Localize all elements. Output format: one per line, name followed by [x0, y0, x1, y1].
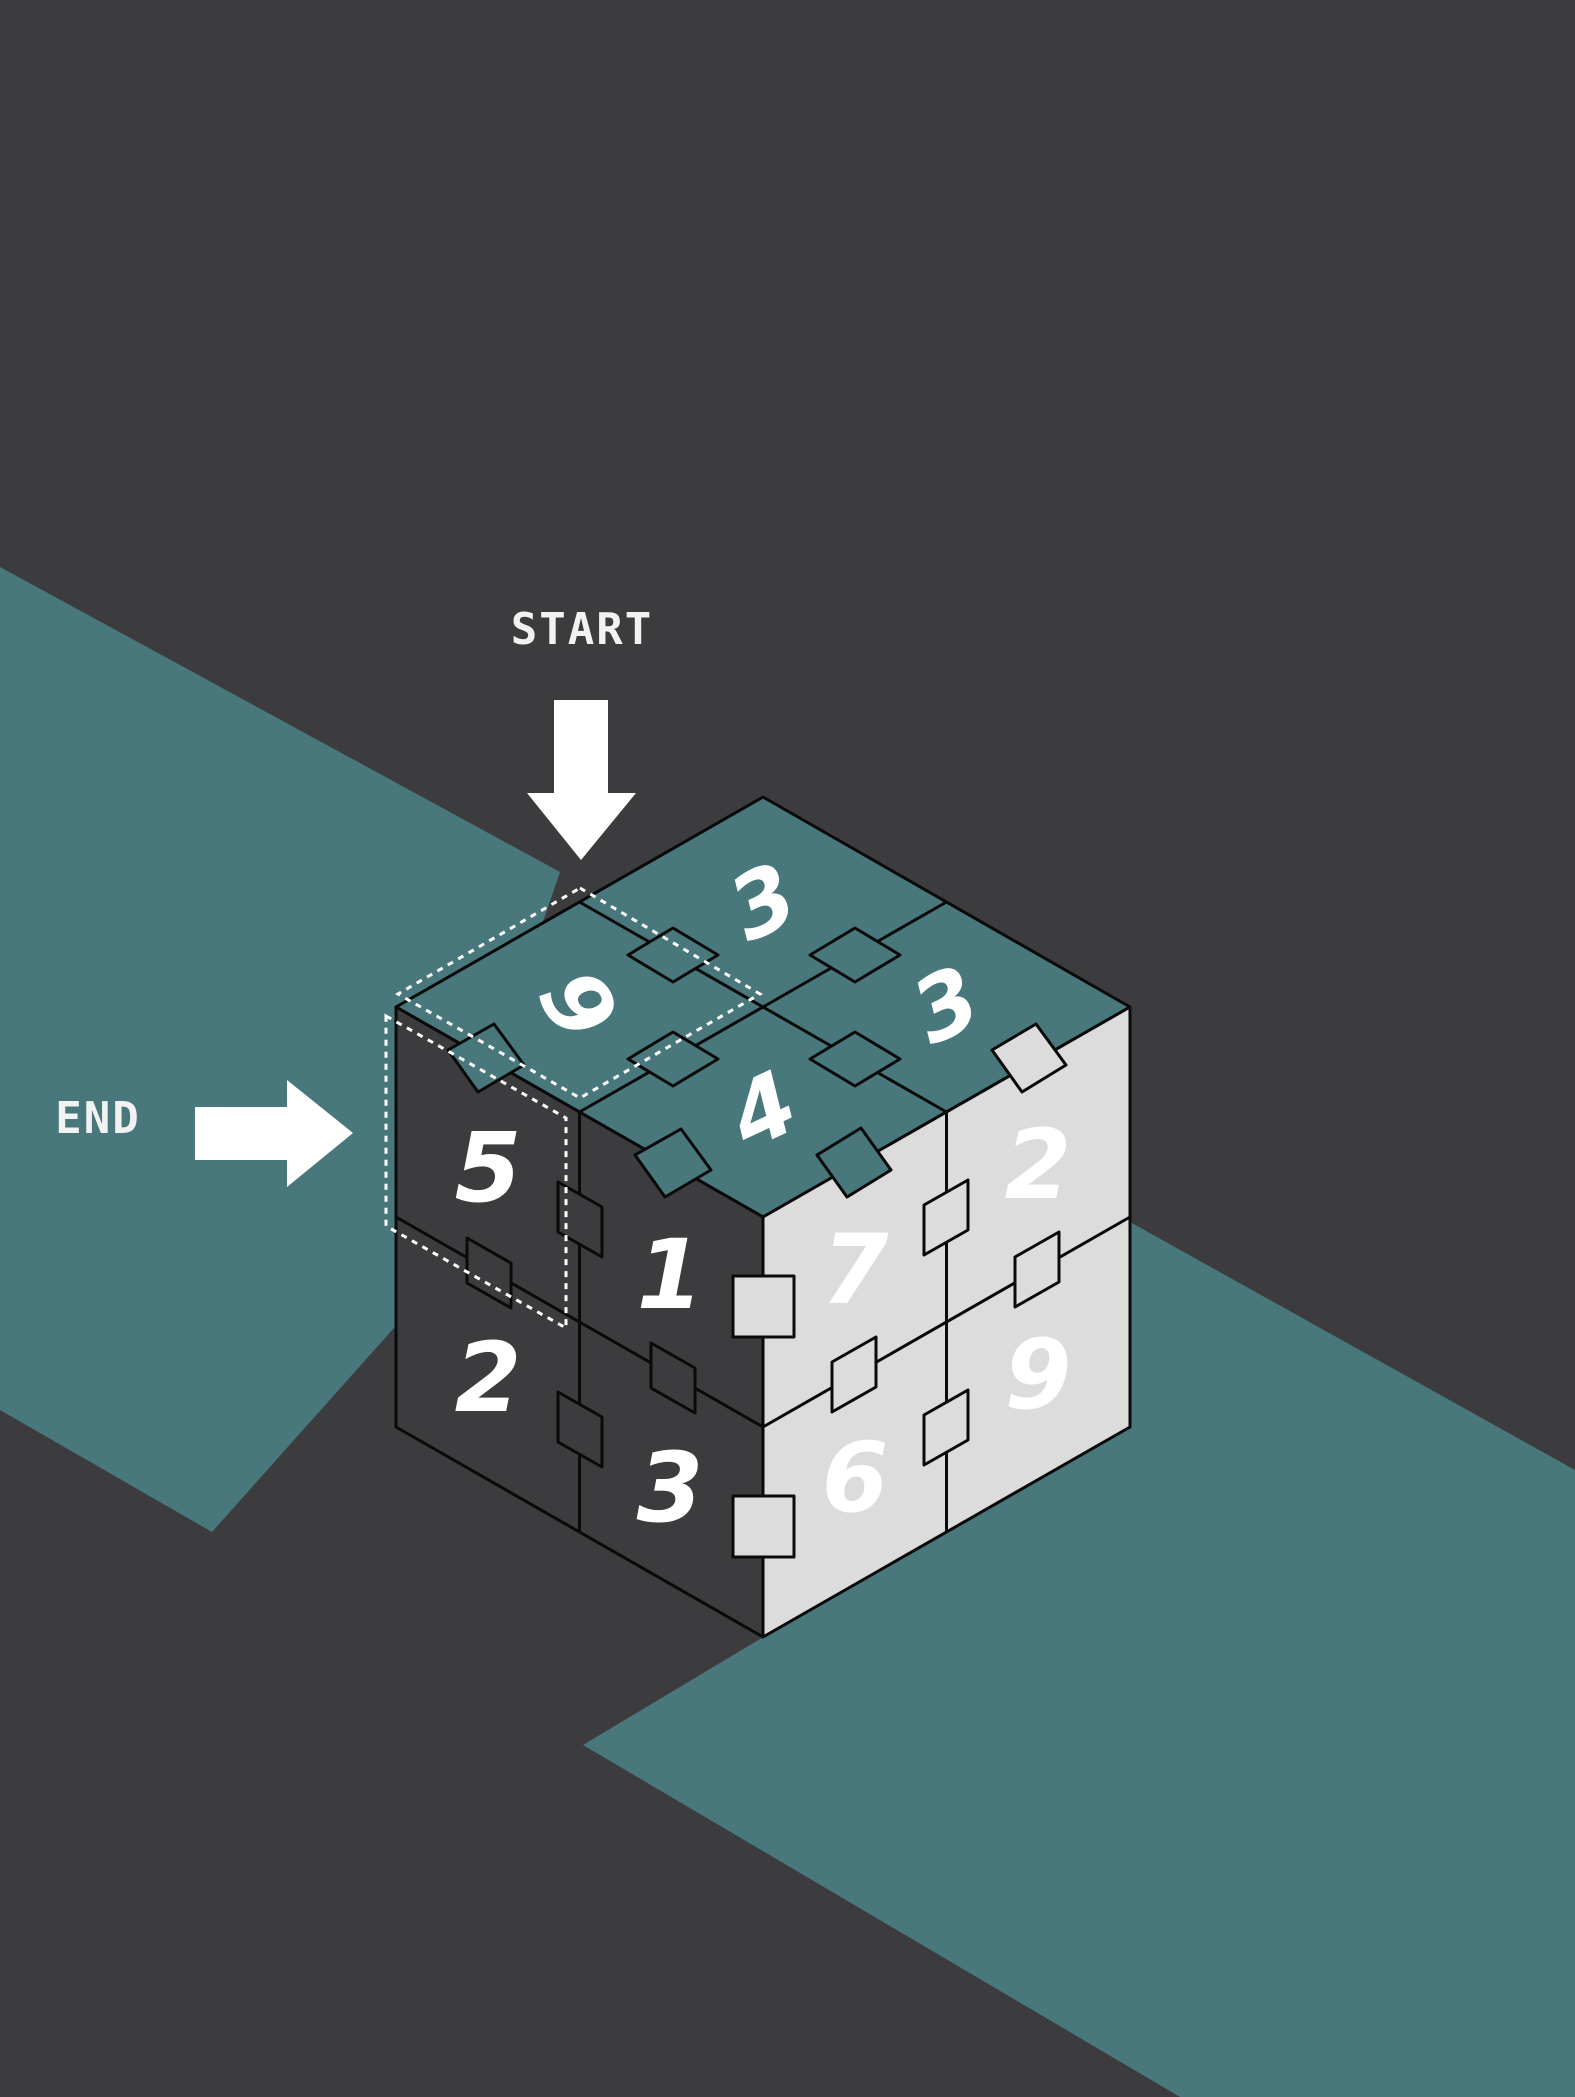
square-connector-icon: [922, 1388, 970, 1467]
square-connector-icon: [626, 926, 720, 984]
right-seam-horizontal: [762, 1215, 1131, 1429]
square-connector-icon: [626, 1030, 720, 1088]
square-connector-icon: [815, 1126, 893, 1199]
square-connector-icon: [731, 1274, 796, 1339]
arrow-right-icon: [195, 1080, 353, 1187]
right-number-bottom-left: 6: [822, 1422, 889, 1534]
square-connector-icon: [808, 926, 902, 984]
start-tile-outline: [394, 886, 763, 1100]
end-label: END: [55, 1093, 140, 1144]
left-face-numbers: 5 1 2 3: [455, 1112, 704, 1544]
square-connector-icon: [808, 1030, 902, 1088]
square-connector-icon: [922, 1178, 970, 1257]
square-connector-icon: [556, 1390, 604, 1469]
arrow-down-icon: [527, 700, 636, 860]
teal-path-right: [583, 1222, 1575, 2097]
square-connector-icon: [731, 1494, 796, 1559]
right-number-top-left: 7: [822, 1214, 889, 1326]
top-seam-b: [578, 900, 948, 1114]
top-connectors: [626, 926, 902, 1088]
square-connector-icon: [990, 1022, 1068, 1094]
right-number-bottom-right: 9: [1005, 1319, 1072, 1431]
square-connector-icon: [1013, 1230, 1061, 1309]
right-face-numbers: 7 2 6 9: [822, 1109, 1072, 1534]
square-connector-icon: [556, 1180, 604, 1259]
start-label: START: [511, 604, 653, 655]
left-number-top-right: 1: [637, 1219, 704, 1331]
left-seam-horizontal: [395, 1215, 764, 1429]
square-connector-icon: [830, 1335, 878, 1414]
square-connector-icon: [633, 1127, 713, 1199]
left-number-bottom-right: 3: [637, 1432, 704, 1544]
right-number-top-right: 2: [1005, 1109, 1072, 1221]
left-number-top-left: 5: [455, 1112, 522, 1224]
square-connector-icon: [649, 1341, 697, 1415]
cube: [394, 795, 1132, 1639]
left-number-bottom-left: 2: [455, 1322, 522, 1434]
path-highlight: [384, 886, 763, 1331]
end-tile-outline: [384, 1013, 568, 1331]
teal-path-left: [0, 567, 560, 1532]
right-connectors: [830, 1178, 1061, 1467]
